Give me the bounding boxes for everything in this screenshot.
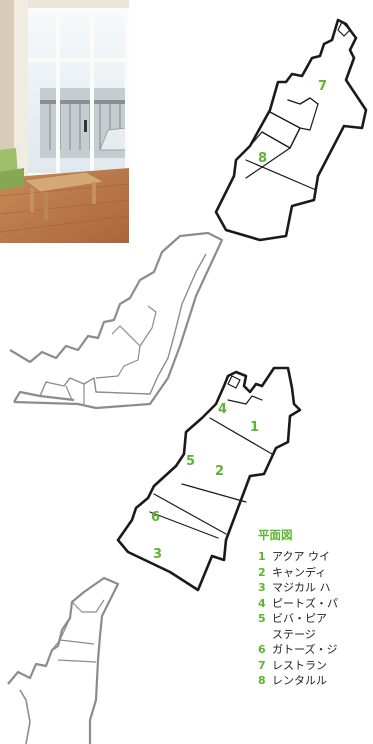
legend-text: レンタルル xyxy=(272,674,327,687)
legend-num: 4 xyxy=(258,596,266,610)
legend-num: 3 xyxy=(258,581,266,594)
legend-num: 6 xyxy=(258,643,266,656)
legend-item: 8 レンタルル xyxy=(258,673,373,689)
legend-text: ビバ・ピア ステージ xyxy=(272,612,327,641)
legend-num: 2 xyxy=(258,565,266,579)
map-label-2: 2 xyxy=(215,464,224,479)
lower-gray-structure xyxy=(7,576,120,744)
legend-text: レストラン xyxy=(272,658,327,672)
legend-text: ピートズ・パ xyxy=(272,596,338,610)
legend-item: 4 ピートズ・パ xyxy=(258,596,373,612)
legend-item: 7 レストラン xyxy=(258,658,373,674)
map-label-6: 6 xyxy=(151,510,160,525)
legend-text: キャンディ xyxy=(272,565,327,579)
legend-num: 1 xyxy=(258,550,266,563)
map-label-5: 5 xyxy=(186,454,195,469)
legend-item: 3 マジカル ハ xyxy=(258,580,373,596)
legend-item: 1 アクア ウイ xyxy=(258,549,373,565)
upper-gray-structure xyxy=(9,231,224,410)
legend-num: 7 xyxy=(258,658,266,672)
room-interior-photo xyxy=(0,0,129,243)
legend-title: 平面図 xyxy=(258,528,293,542)
legend-num: 5 xyxy=(258,612,266,625)
floor-plan-legend: 平面図 1 アクア ウイ 2 キャンディ 3 マジカル ハ 4 ピートズ・パ 5… xyxy=(258,527,373,689)
legend-num: 8 xyxy=(258,674,266,687)
map-label-7: 7 xyxy=(318,79,327,94)
upper-deck xyxy=(214,18,368,242)
legend-text: マジカル ハ xyxy=(272,581,331,594)
legend-item: 2 キャンディ xyxy=(258,565,373,581)
map-label-4: 4 xyxy=(218,402,227,417)
legend-text: ガトーズ・ジ xyxy=(272,643,338,656)
legend-item: 5 ビバ・ピア ステージ xyxy=(258,611,373,642)
legend-item: 6 ガトーズ・ジ xyxy=(258,642,373,658)
lower-deck xyxy=(116,366,302,592)
map-label-8: 8 xyxy=(258,151,267,166)
legend-text: アクア ウイ xyxy=(272,550,330,563)
map-label-1: 1 xyxy=(250,420,259,435)
map-label-3: 3 xyxy=(153,547,162,562)
